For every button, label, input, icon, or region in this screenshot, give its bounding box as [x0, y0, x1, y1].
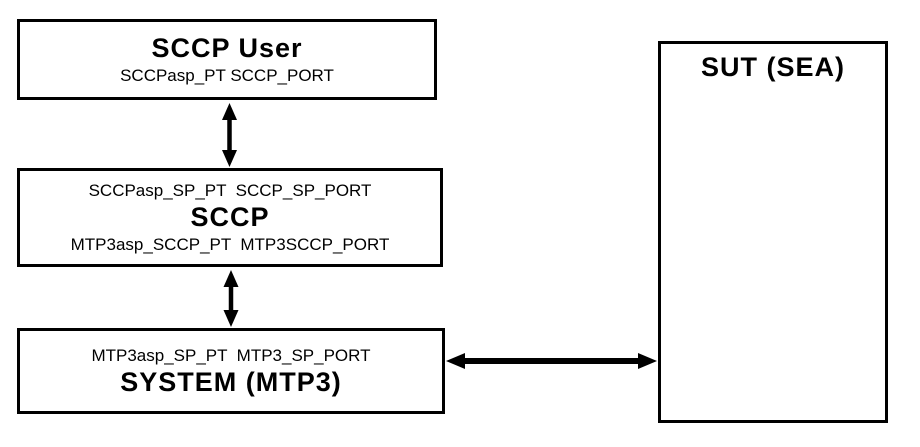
box-sccp-user: SCCP User SCCPasp_PT SCCP_PORT: [17, 19, 437, 100]
sccp-user-title: SCCP User: [151, 32, 303, 63]
sccp-title: SCCP: [190, 202, 270, 232]
box-system-mtp3: MTP3asp_SP_PT MTP3_SP_PORT SYSTEM (MTP3): [17, 328, 445, 414]
sccp-user-ports: SCCPasp_PT SCCP_PORT: [120, 65, 334, 85]
arrow-sccp-user-sccp: [222, 103, 237, 167]
box-sut-sea: SUT (SEA): [658, 41, 888, 423]
system-mtp3-title: SYSTEM (MTP3): [120, 367, 342, 397]
sut-sea-title: SUT (SEA): [701, 52, 845, 82]
sccp-upper-ports: SCCPasp_SP_PT SCCP_SP_PORT: [88, 181, 372, 200]
sccp-lower-ports: MTP3asp_SCCP_PT MTP3SCCP_PORT: [70, 235, 390, 254]
box-sccp: SCCPasp_SP_PT SCCP_SP_PORT SCCP MTP3asp_…: [17, 168, 443, 267]
arrow-system-mtp3-sut: [446, 353, 657, 369]
arrow-sccp-system-mtp3: [223, 270, 239, 327]
system-mtp3-ports: MTP3asp_SP_PT MTP3_SP_PORT: [91, 346, 371, 365]
